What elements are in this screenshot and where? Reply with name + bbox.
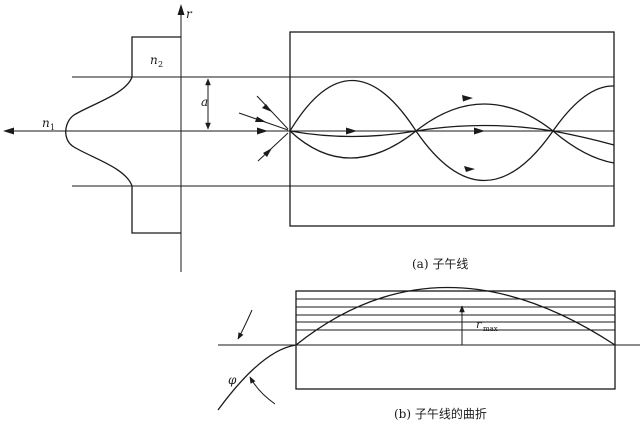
incident-ray-bottom-arrowhead <box>263 148 272 157</box>
r-axis-arrowhead <box>177 4 185 15</box>
bending-ray <box>217 286 616 411</box>
ray-direction-arrowhead <box>462 95 473 102</box>
angle-arc-lower <box>249 376 276 405</box>
n1-label: n <box>42 116 50 130</box>
meridional-ray-near-axis <box>289 124 615 146</box>
meridional-ray-small <box>289 103 615 164</box>
angle-label: φ <box>228 373 237 387</box>
ray-direction-arrowhead <box>474 127 485 135</box>
rmax-subscript: max <box>483 325 498 333</box>
angle-arc-upper <box>237 309 253 340</box>
ray-direction-arrowhead <box>464 166 475 172</box>
r-axis-label: r <box>186 7 193 21</box>
n1-subscript: 1 <box>50 123 55 132</box>
fiber-box-a <box>289 31 615 227</box>
meridional-ray-large <box>289 80 615 181</box>
incident-ray-upper-arrowhead <box>255 116 266 122</box>
axis-left-arrowhead <box>3 127 14 135</box>
caption-b: (b) 子午线的曲折 <box>394 406 487 421</box>
ray-direction-arrowhead <box>346 127 357 135</box>
incident-ray-top-arrowhead <box>262 104 272 112</box>
n2-subscript: 2 <box>158 60 163 69</box>
index-profile-curve <box>65 36 181 234</box>
diagram-a-meridional-rays: r n 1 n 2 a (a) 子午线 <box>3 4 615 272</box>
incident-ray-top <box>256 95 289 130</box>
fiber-box-b <box>295 290 616 390</box>
caption-a: (a) 子午线 <box>412 257 468 271</box>
incident-ray-bottom <box>257 132 289 162</box>
n2-label: n <box>150 53 158 67</box>
incident-ray-axial-arrowhead <box>257 127 268 135</box>
diagram-b-ray-bending: r max φ (b) 子午线的曲折 <box>217 286 640 421</box>
core-radius-label: a <box>201 95 208 109</box>
rmax-label: r <box>476 318 482 331</box>
